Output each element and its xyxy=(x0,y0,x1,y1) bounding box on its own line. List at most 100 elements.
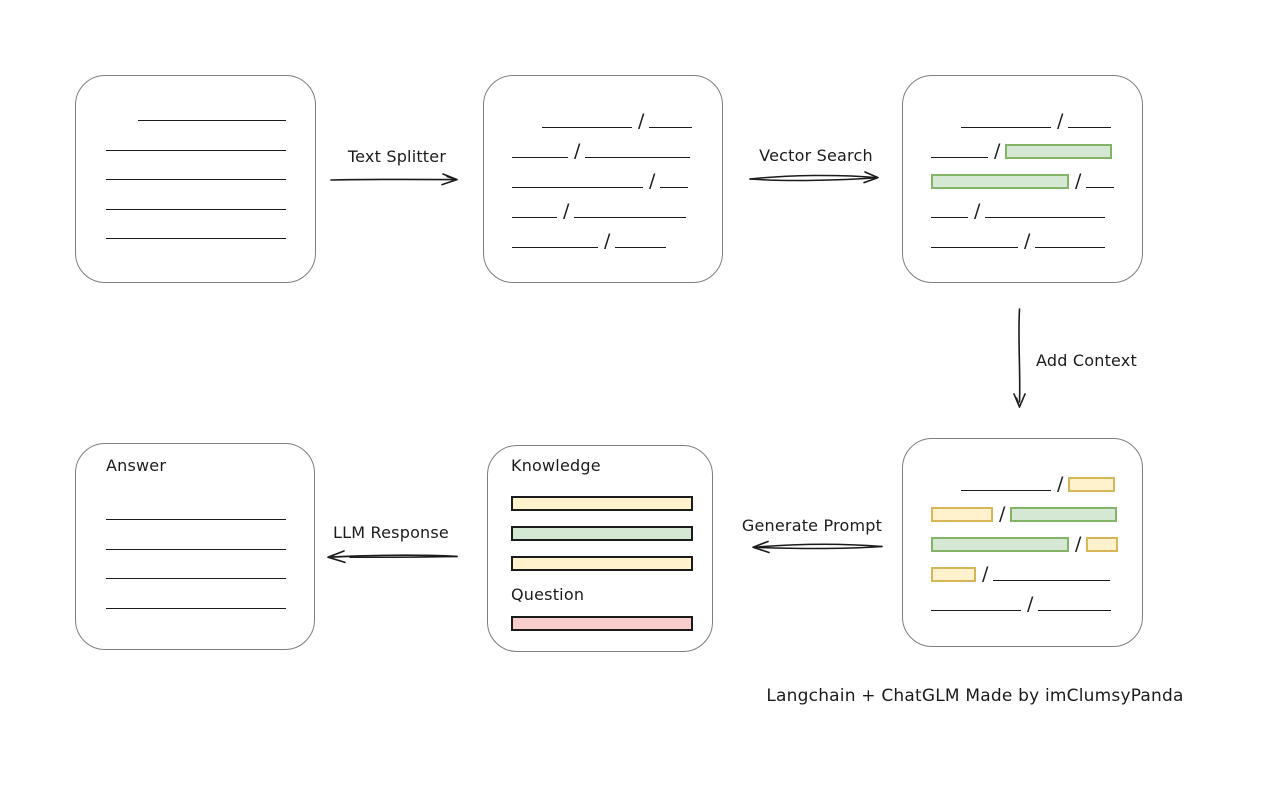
separator-slash: / xyxy=(1075,533,1082,555)
chunk-row: / xyxy=(931,99,1142,132)
question-bar xyxy=(511,616,693,631)
text-line xyxy=(1068,127,1112,128)
vector-matched-box: / / / / / xyxy=(902,75,1143,283)
context-chunks: / / / / / xyxy=(903,439,1142,615)
add-context-label: Add Context xyxy=(1036,351,1137,370)
prompt-box: Knowledge Question xyxy=(487,445,713,652)
yellow-knowledge-bar xyxy=(511,496,693,511)
generate-prompt-arrow xyxy=(752,540,883,554)
chunk-row: / xyxy=(512,189,722,222)
text-line xyxy=(106,238,286,239)
llm-response-arrow xyxy=(327,550,458,564)
green-chunk xyxy=(1010,507,1118,522)
chunk-row: / xyxy=(931,189,1142,222)
add-context-arrow xyxy=(1013,308,1026,408)
matched-chunks: / / / / / xyxy=(903,76,1142,252)
chunk-row: / xyxy=(512,99,722,132)
yellow-chunk xyxy=(1068,477,1116,492)
text-line xyxy=(512,217,557,218)
chunk-row: / xyxy=(931,522,1142,555)
text-line xyxy=(993,580,1111,581)
separator-slash: / xyxy=(974,200,981,222)
separator-slash: / xyxy=(649,170,656,192)
text-splitter-arrow xyxy=(330,173,458,186)
chunk-row: / xyxy=(931,492,1142,525)
text-line xyxy=(1038,610,1112,611)
caption: Langchain + ChatGLM Made by imClumsyPand… xyxy=(766,686,1184,706)
answer-label: Answer xyxy=(106,456,167,475)
green-chunk xyxy=(1005,144,1113,159)
text-line xyxy=(512,157,568,158)
green-chunk xyxy=(931,537,1069,552)
split-chunks: / / / / / xyxy=(484,76,722,252)
text-line xyxy=(512,247,598,248)
text-line xyxy=(542,127,632,128)
chunk-row: / xyxy=(931,462,1142,495)
separator-slash: / xyxy=(574,140,581,162)
separator-slash: / xyxy=(1075,170,1082,192)
separator-slash: / xyxy=(999,503,1006,525)
text-line xyxy=(138,120,286,121)
text-line xyxy=(512,187,643,188)
answer-box: Answer xyxy=(75,443,315,650)
document-box xyxy=(75,75,316,283)
text-line xyxy=(574,217,687,218)
yellow-knowledge-bar xyxy=(511,556,693,571)
answer-line xyxy=(106,607,286,609)
chunk-row: / xyxy=(931,219,1142,252)
text-line xyxy=(931,217,968,218)
separator-slash: / xyxy=(994,140,1001,162)
text-line xyxy=(1086,187,1115,188)
text-line xyxy=(961,490,1051,491)
text-line xyxy=(106,149,286,151)
separator-slash: / xyxy=(1057,110,1064,132)
text-line xyxy=(931,157,988,158)
text-line xyxy=(931,610,1021,611)
chunk-row: / xyxy=(931,159,1142,192)
answer-line xyxy=(106,578,286,579)
separator-slash: / xyxy=(563,200,570,222)
chunk-row: / xyxy=(512,219,722,252)
context-box: / / / / / xyxy=(902,438,1143,647)
knowledge-label: Knowledge xyxy=(511,456,601,475)
chunk-row: / xyxy=(931,552,1142,585)
generate-prompt-label: Generate Prompt xyxy=(741,516,883,535)
chunk-row: / xyxy=(931,582,1142,615)
answer-line xyxy=(106,519,286,520)
yellow-chunk xyxy=(931,507,993,522)
text-splitter-label: Text Splitter xyxy=(347,147,447,166)
split-text-box: / / / / / xyxy=(483,75,723,283)
text-line xyxy=(1035,247,1106,248)
document-lines xyxy=(76,76,315,239)
chunk-row: / xyxy=(931,129,1142,162)
chunk-row: / xyxy=(512,159,722,192)
question-bar-wrap xyxy=(511,616,712,631)
yellow-chunk xyxy=(1086,537,1119,552)
text-line xyxy=(585,157,691,158)
text-line xyxy=(106,208,286,210)
vector-search-arrow xyxy=(749,171,879,184)
answer-line xyxy=(106,548,286,550)
text-line xyxy=(106,179,286,180)
separator-slash: / xyxy=(638,110,645,132)
text-line xyxy=(961,127,1051,128)
knowledge-bars xyxy=(511,496,712,571)
text-line xyxy=(660,187,689,188)
text-line xyxy=(931,247,1018,248)
separator-slash: / xyxy=(604,230,611,252)
llm-response-label: LLM Response xyxy=(333,523,449,542)
vector-search-label: Vector Search xyxy=(759,146,873,165)
separator-slash: / xyxy=(1027,593,1034,615)
yellow-chunk xyxy=(931,567,976,582)
separator-slash: / xyxy=(982,563,989,585)
separator-slash: / xyxy=(1024,230,1031,252)
answer-lines xyxy=(106,519,314,609)
green-chunk xyxy=(931,174,1069,189)
green-knowledge-bar xyxy=(511,526,693,541)
chunk-row: / xyxy=(512,129,722,162)
text-line xyxy=(615,247,667,248)
separator-slash: / xyxy=(1057,473,1064,495)
text-line xyxy=(985,217,1106,218)
question-label: Question xyxy=(511,585,585,604)
text-line xyxy=(649,127,693,128)
